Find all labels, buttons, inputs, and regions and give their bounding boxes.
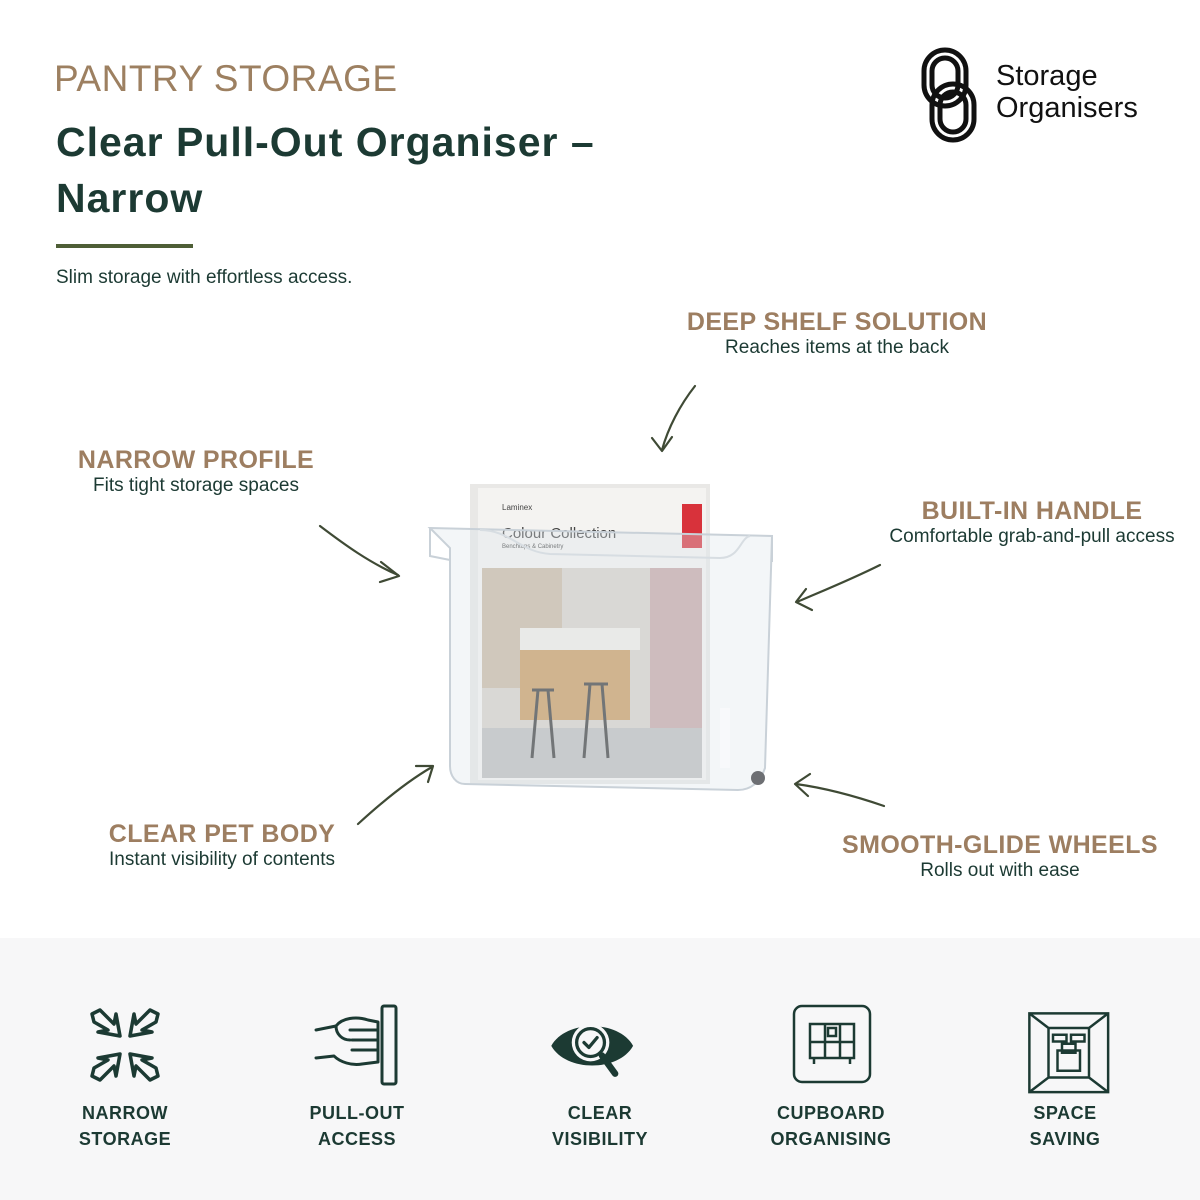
compress-arrows-icon	[90, 1008, 160, 1082]
benefit-label-line: CUPBOARD	[776, 1103, 886, 1123]
benefits-panel	[0, 938, 1200, 1200]
feature-built-in-handle: BUILT-IN HANDLE Comfortable grab-and-pul…	[889, 497, 1174, 548]
benefit-label-line: PULL-OUT	[309, 1103, 405, 1123]
feature-subtitle: Fits tight storage spaces	[93, 475, 299, 496]
title-line-1: Clear Pull-Out Organiser –	[56, 119, 595, 165]
benefit-label-line: CLEAR	[567, 1103, 633, 1123]
benefit-label-line: ACCESS	[317, 1129, 397, 1149]
title-line-2: Narrow	[56, 175, 204, 221]
feature-title: NARROW PROFILE	[77, 446, 315, 474]
eye-check-icon	[551, 1023, 634, 1077]
feature-subtitle: Comfortable grab-and-pull access	[889, 526, 1175, 547]
category-eyebrow: PANTRY STORAGE	[54, 58, 398, 99]
wheel	[751, 771, 765, 785]
cupboard-icon	[792, 1004, 872, 1084]
brand-wordmark: Storage Organisers	[996, 60, 1138, 124]
feature-subtitle: Reaches items at the back	[725, 337, 949, 358]
brochure-title: Colour Collection	[502, 525, 616, 542]
brochure-subtitle: Benchtops & Cabinetry	[502, 544, 563, 550]
brand-line-2: Organisers	[996, 92, 1138, 124]
title-divider	[56, 244, 193, 248]
feature-title: BUILT-IN HANDLE	[921, 497, 1143, 525]
benefit-label-line: STORAGE	[78, 1129, 172, 1149]
feature-subtitle: Rolls out with ease	[920, 860, 1080, 881]
arrow-handle	[795, 563, 882, 604]
benefit-label-line: SAVING	[1029, 1129, 1101, 1149]
benefit-narrow-storage: NARROW STORAGE	[79, 1100, 171, 1152]
page-title: Clear Pull-Out Organiser – Narrow	[56, 114, 696, 226]
room-icon	[1028, 1012, 1110, 1094]
brand-logo-icon	[921, 47, 977, 143]
brand-line-1: Storage	[996, 60, 1098, 92]
benefit-pull-out-access: PULL-OUT ACCESS	[310, 1100, 405, 1152]
feature-clear-pet-body: CLEAR PET BODY Instant visibility of con…	[109, 820, 335, 871]
feature-title: SMOOTH-GLIDE WHEELS	[842, 831, 1158, 859]
arrow-narrow-profile	[318, 524, 400, 577]
feature-smooth-wheels: SMOOTH-GLIDE WHEELS Rolls out with ease	[842, 831, 1158, 882]
feature-narrow-profile: NARROW PROFILE Fits tight storage spaces	[78, 446, 314, 497]
feature-title: CLEAR PET BODY	[108, 820, 336, 848]
benefit-label-line: ORGANISING	[770, 1129, 892, 1149]
arrow-deep-shelf	[660, 384, 697, 452]
clear-container	[427, 526, 774, 792]
product-image: Laminex Colour Collection Benchtops & Ca…	[427, 484, 774, 792]
benefit-label-line: SPACE	[1033, 1103, 1097, 1123]
page-subtitle: Slim storage with effortless access.	[56, 267, 353, 288]
feature-subtitle: Instant visibility of contents	[108, 849, 335, 870]
benefit-clear-visibility: CLEAR VISIBILITY	[552, 1100, 648, 1152]
hand-pull-icon	[314, 1004, 398, 1086]
benefit-label-line: NARROW	[82, 1103, 168, 1123]
feature-title: DEEP SHELF SOLUTION	[686, 308, 988, 336]
brochure-brand: Laminex	[502, 503, 532, 512]
benefit-label-line: VISIBILITY	[551, 1129, 649, 1149]
arrow-wheels	[794, 782, 886, 808]
benefit-space-saving: SPACE SAVING	[1030, 1100, 1101, 1152]
benefit-cupboard-organising: CUPBOARD ORGANISING	[770, 1100, 891, 1152]
feature-deep-shelf: DEEP SHELF SOLUTION Reaches items at the…	[687, 308, 987, 359]
